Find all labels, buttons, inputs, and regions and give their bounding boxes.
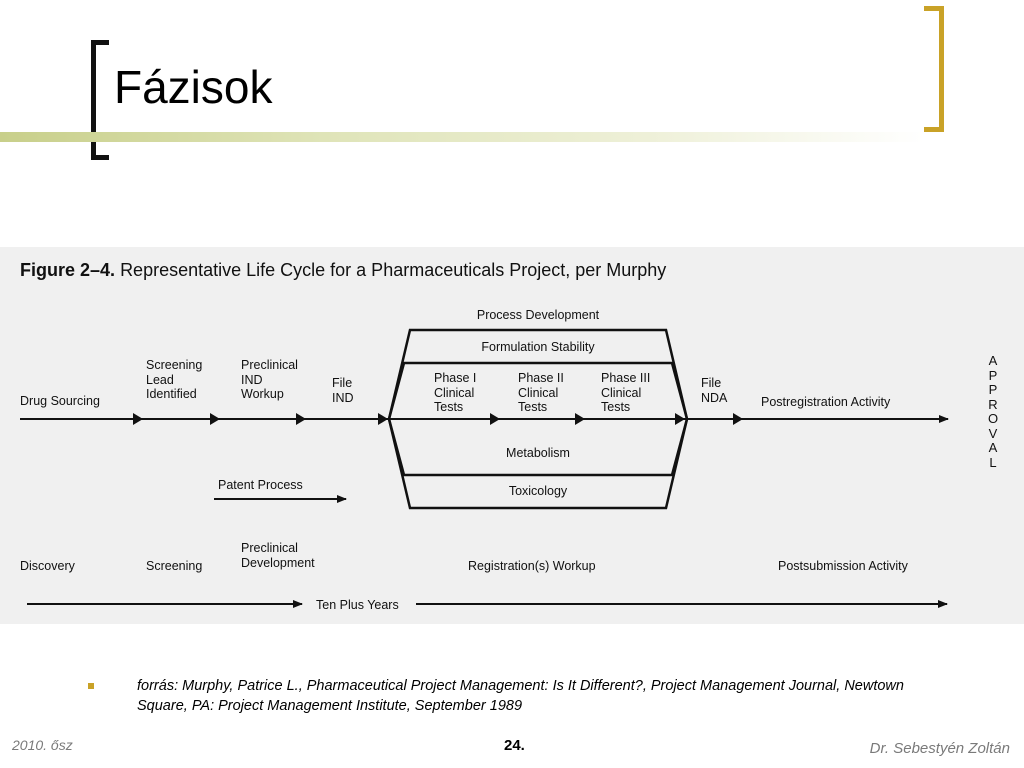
label-preclinical-ind-workup: Preclinical IND Workup	[241, 358, 298, 401]
figure-caption: Figure 2–4. Representative Life Cycle fo…	[20, 260, 666, 281]
label-process-development: Process Development	[476, 308, 600, 322]
label-phase2: Phase II Clinical Tests	[518, 371, 564, 414]
figure-panel	[0, 247, 1024, 624]
label-ten-plus-years: Ten Plus Years	[316, 598, 399, 612]
label-discovery: Discovery	[20, 559, 75, 573]
footer-page-number: 24.	[504, 737, 525, 754]
header-band	[0, 132, 924, 142]
flow-arrowhead	[575, 413, 585, 425]
label-screening-lead-identified: Screening Lead Identified	[146, 358, 203, 401]
title-left-bracket	[91, 40, 109, 160]
figure-caption-number: Figure 2–4.	[20, 260, 116, 280]
label-patent-process: Patent Process	[218, 478, 303, 492]
flow-arrowhead	[733, 413, 743, 425]
flow-arrowhead	[210, 413, 220, 425]
label-phase1: Phase I Clinical Tests	[434, 371, 477, 414]
label-postregistration-activity: Postregistration Activity	[761, 395, 891, 409]
flow-arrowhead	[296, 413, 306, 425]
label-postsubmission-activity: Postsubmission Activity	[778, 559, 908, 573]
source-citation: forrás: Murphy, Patrice L., Pharmaceutic…	[137, 678, 904, 714]
flow-arrowhead	[675, 413, 685, 425]
slide-title: Fázisok	[114, 61, 273, 113]
label-registration-workup: Registration(s) Workup	[468, 559, 596, 573]
flow-arrowhead	[490, 413, 500, 425]
flow-arrowhead	[133, 413, 143, 425]
footer-date: 2010. ősz	[12, 737, 73, 753]
label-toxicology: Toxicology	[508, 484, 568, 498]
label-phase3: Phase III Clinical Tests	[601, 371, 651, 414]
footer-author: Dr. Sebestyén Zoltán	[869, 740, 1010, 757]
label-file-nda: File NDA	[701, 376, 728, 405]
formulation-stability-band	[387, 361, 689, 477]
label-metabolism: Metabolism	[506, 446, 570, 460]
label-screening: Screening	[146, 559, 203, 573]
flow-arrowhead	[378, 413, 388, 425]
label-drug-sourcing: Drug Sourcing	[20, 394, 100, 408]
label-approval-vertical: APPROVAL	[987, 353, 999, 470]
label-preclinical-development: Preclinical Development	[241, 541, 315, 570]
label-file-ind: File IND	[332, 376, 354, 405]
title-right-bracket	[924, 6, 944, 132]
figure-caption-text: Representative Life Cycle for a Pharmace…	[120, 260, 667, 280]
label-formulation-stability: Formulation Stability	[481, 340, 595, 354]
source-bullet	[88, 683, 94, 689]
